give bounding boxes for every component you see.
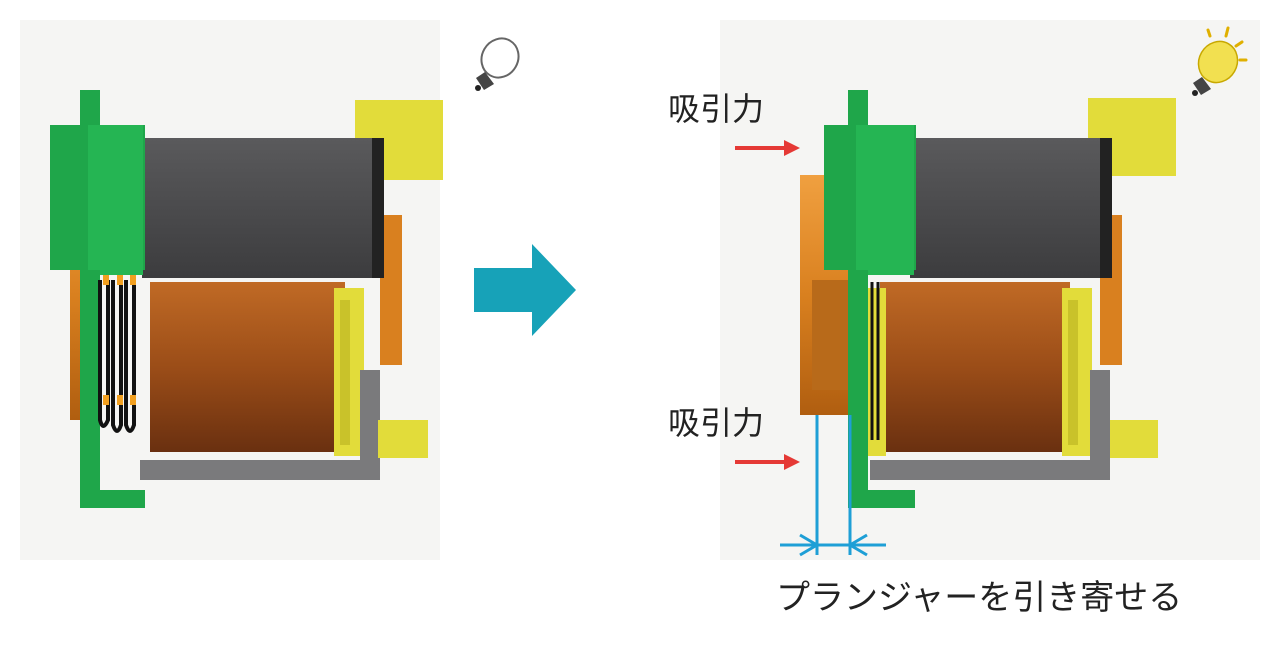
after-spring bbox=[870, 282, 880, 440]
before-plunger-back bbox=[380, 215, 402, 365]
attraction-label-bottom: 吸引力 bbox=[668, 404, 765, 442]
force-arrow-bottom bbox=[735, 454, 800, 470]
force-arrow-top bbox=[735, 140, 800, 156]
after-assembly bbox=[800, 90, 1176, 508]
before-gray-bracket bbox=[140, 370, 380, 480]
gap-dimension bbox=[780, 415, 886, 557]
transition-arrow bbox=[474, 244, 576, 336]
after-coil bbox=[880, 282, 1070, 452]
after-gray-magnet bbox=[910, 138, 1108, 278]
after-green-frame-top bbox=[848, 90, 868, 130]
before-spring bbox=[98, 280, 136, 433]
after-gray-bracket bbox=[870, 370, 1110, 480]
before-green-frame-top bbox=[80, 90, 100, 130]
attraction-label-top: 吸引力 bbox=[668, 90, 765, 128]
after-terminal bbox=[1110, 420, 1158, 458]
after-green-foot bbox=[848, 270, 915, 508]
bulb-on-icon bbox=[1192, 26, 1248, 96]
caption-text: プランジャーを引き寄せる bbox=[776, 578, 1183, 618]
before-green-foot bbox=[80, 270, 145, 508]
before-assembly bbox=[50, 90, 443, 508]
bulb-off-icon bbox=[475, 37, 520, 91]
before-terminal bbox=[378, 420, 428, 458]
before-coil bbox=[150, 282, 345, 452]
before-gray-magnet bbox=[142, 138, 382, 278]
